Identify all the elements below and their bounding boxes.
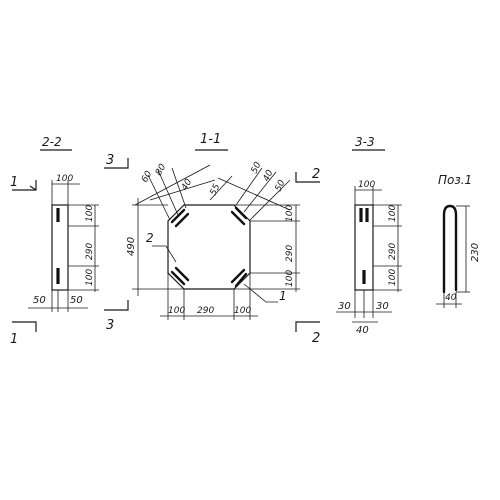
section-3-3-dim-b1: 30: [338, 301, 351, 312]
section-3-3-dim-r1: 100: [388, 205, 398, 222]
svg-text:1: 1: [10, 175, 18, 190]
section-1-1-title: 1-1: [200, 132, 221, 147]
section-2-2-dim-b1: 50: [33, 295, 46, 306]
section-3-3-dim-top: 100: [358, 180, 375, 190]
svg-text:2: 2: [312, 167, 320, 182]
section-1-1-dim-r3: 100: [285, 270, 295, 287]
cut-mark-3-bottom: 3: [104, 300, 129, 333]
section-2-2-dim-r1: 100: [85, 205, 95, 222]
section-3-3-title: 3-3: [355, 135, 375, 149]
section-1-1-dim-55: 55: [209, 182, 223, 197]
section-1-1-dim-b1: 100: [168, 306, 185, 316]
section-2-2-dim-r3: 100: [85, 269, 95, 286]
section-2-2-dim-b2: 50: [70, 295, 83, 306]
position-1-title: Поз.1: [438, 173, 472, 187]
section-1-1-dim-r2: 290: [285, 245, 295, 262]
position-1-dim-width: 40: [445, 293, 457, 303]
section-1-1-rebar-br: [230, 268, 246, 284]
section-2-2-dim-r2: 290: [85, 243, 95, 260]
position-1-dim-height: 230: [470, 243, 481, 262]
cut-mark-2-top: 2: [295, 167, 320, 183]
section-1-1-rebar-tl: [170, 208, 186, 224]
cut-mark-2-bottom: 2: [295, 321, 320, 346]
section-1-1: 1-1 60 80 40 55 50 40 50: [126, 132, 300, 320]
svg-text:3: 3: [106, 153, 114, 168]
section-1-1-dim-b3: 100: [234, 306, 251, 316]
section-3-3-dim-r3: 100: [388, 269, 398, 286]
cut-mark-1-bottom: 1: [10, 321, 37, 347]
section-1-1-label-2: 2: [146, 231, 154, 245]
section-3-3: 3-3 100 100 290 100 30 30 40: [336, 135, 402, 336]
section-1-1-dim-40b: 40: [262, 168, 276, 183]
section-3-3-dim-b2: 30: [376, 301, 389, 312]
svg-text:3: 3: [106, 318, 114, 333]
section-1-1-dim-60: 60: [140, 169, 155, 184]
section-1-1-dim-50a: 50: [250, 160, 264, 175]
section-1-1-dim-b2: 290: [197, 306, 214, 316]
position-1-rebar-shape: [442, 204, 458, 294]
section-1-1-rebar-tr: [230, 210, 246, 226]
svg-text:2: 2: [312, 331, 320, 346]
position-1-detail: Поз.1 230 40: [436, 173, 481, 308]
section-3-3-dim-r2: 290: [388, 243, 398, 260]
section-2-2-body: [51, 204, 69, 291]
section-1-1-dim-80: 80: [154, 162, 169, 177]
section-1-1-dim-r1: 100: [285, 205, 295, 222]
section-1-1-dim-left: 490: [126, 237, 137, 256]
section-2-2-title: 2-2: [42, 135, 62, 149]
cut-mark-3-top: 3: [104, 153, 129, 169]
svg-text:1: 1: [10, 332, 18, 347]
section-3-3-dim-b3: 40: [356, 325, 369, 336]
section-1-1-label-1: 1: [279, 289, 287, 303]
section-2-2: 2-2 100 100 290 100 50 50: [28, 135, 99, 312]
section-1-1-rebar-bl: [170, 270, 186, 286]
section-2-2-dim-top: 100: [56, 174, 73, 184]
section-1-1-dim-50b: 50: [274, 178, 288, 193]
cut-mark-1-top: 1: [10, 175, 37, 191]
